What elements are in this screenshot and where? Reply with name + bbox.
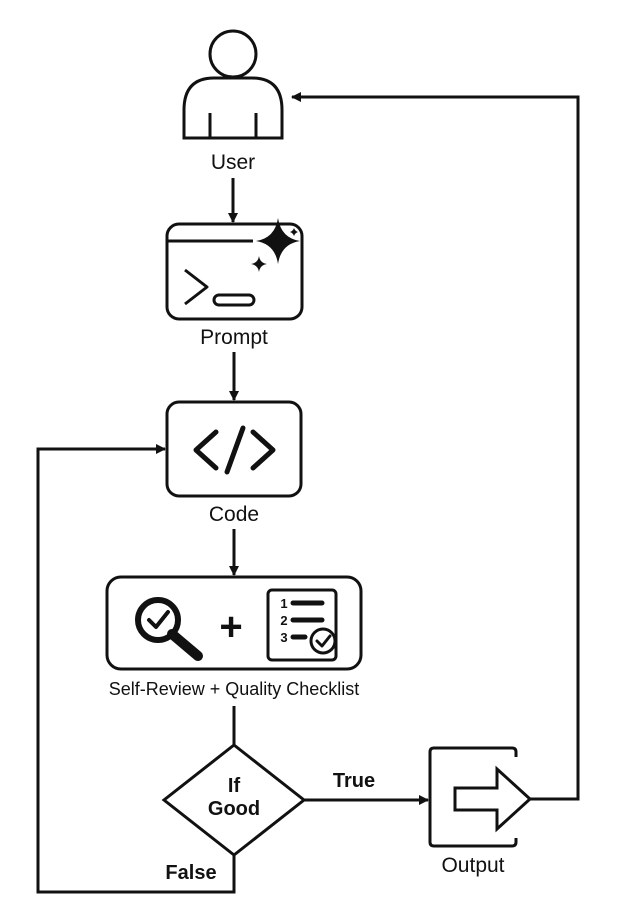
false-label: False: [165, 862, 216, 884]
output-node: Output: [428, 746, 533, 877]
code-box: [165, 400, 303, 498]
true-label: True: [333, 770, 375, 792]
numbered-checklist-icon: 1 2 3: [266, 588, 338, 662]
output-label: Output: [441, 854, 504, 877]
checklist-number-3: 3: [280, 630, 287, 645]
right-arrow-icon: [453, 765, 533, 833]
review-node: + 1 2 3 Self-Review + Quality Checklist: [105, 575, 363, 699]
output-box: [428, 746, 518, 848]
review-label: Self-Review + Quality Checklist: [109, 679, 360, 699]
edge-false-to-code: [36, 444, 236, 894]
magnifier-check-icon: [135, 597, 203, 661]
plus-sign: +: [219, 605, 242, 649]
checklist-number-2: 2: [280, 613, 287, 628]
prompt-node: Prompt: [165, 218, 304, 349]
code-node: Code: [165, 400, 303, 526]
edge-output-to-user: [291, 92, 580, 801]
user-icon: [182, 29, 284, 140]
code-brackets-icon: [193, 425, 276, 475]
user-label: User: [211, 151, 255, 174]
review-box: [105, 575, 363, 671]
terminal-sparkle-icon: [165, 218, 304, 321]
user-node: User: [182, 29, 284, 174]
decision-label-line-2: Good: [208, 798, 260, 820]
checklist-number-1: 1: [280, 596, 287, 611]
decision-node: If Good: [161, 743, 307, 857]
prompt-label: Prompt: [200, 326, 268, 349]
decision-label-line-1: If: [228, 775, 241, 797]
connectors: [36, 92, 580, 894]
code-label: Code: [209, 503, 259, 526]
